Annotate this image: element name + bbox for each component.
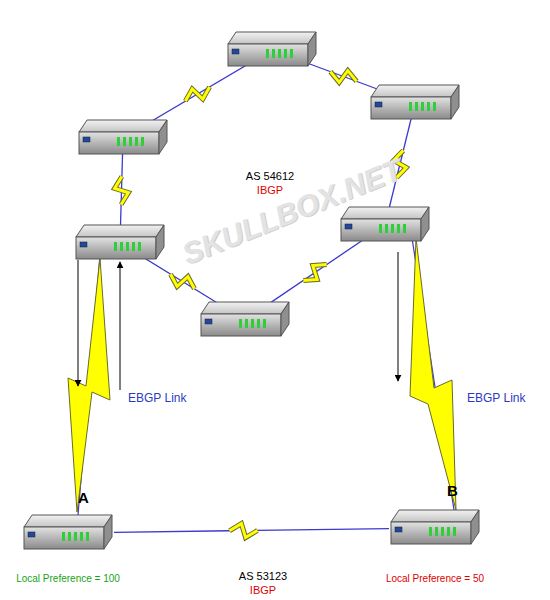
router-icon [228,32,316,66]
link-bolt [185,87,209,101]
preference-label: Local Preference = 50 [359,573,511,585]
ibgp-link [114,524,389,538]
router-icon [371,85,459,119]
router-icon [391,510,479,544]
router-icon [201,302,289,336]
text-label: AS 54612 [246,170,294,183]
router-icon [79,120,167,154]
router-icon [389,508,481,548]
bolt-outline [115,177,129,205]
update-arrow [398,252,399,381]
link-bolt [230,524,258,538]
link-bolt [303,265,326,281]
router-letter: A [78,489,98,507]
link-bolt [171,274,195,289]
bolt-outline [185,87,209,101]
text-label: AS 53123 [239,570,287,583]
bolt-outline [171,274,195,289]
text-label: IBGP [257,184,283,197]
update-arrow [120,262,121,390]
router-node: ALocal Preference = 100 [22,513,114,553]
router-icon [341,207,429,241]
router-node: BLocal Preference = 50 [389,508,481,548]
update-arrow [78,260,79,386]
ebgp-bolt [410,238,456,510]
text-label: EBGP Link [467,391,525,405]
ring-links [120,50,415,320]
router-letter: B [447,482,467,500]
text-label: EBGP Link [128,391,186,405]
link-bolt [330,71,356,83]
link-bolt [115,177,129,205]
router-icon [22,513,114,553]
router-icon [24,515,112,549]
bolt-outline [330,71,356,83]
ebgp-bolt [68,258,110,512]
preference-label: Local Preference = 100 [0,573,136,585]
bolt-outline [303,265,326,281]
router-icon [76,225,164,259]
serial-link [114,524,389,538]
bolt-outline [230,524,258,538]
text-label: IBGP [250,584,276,597]
